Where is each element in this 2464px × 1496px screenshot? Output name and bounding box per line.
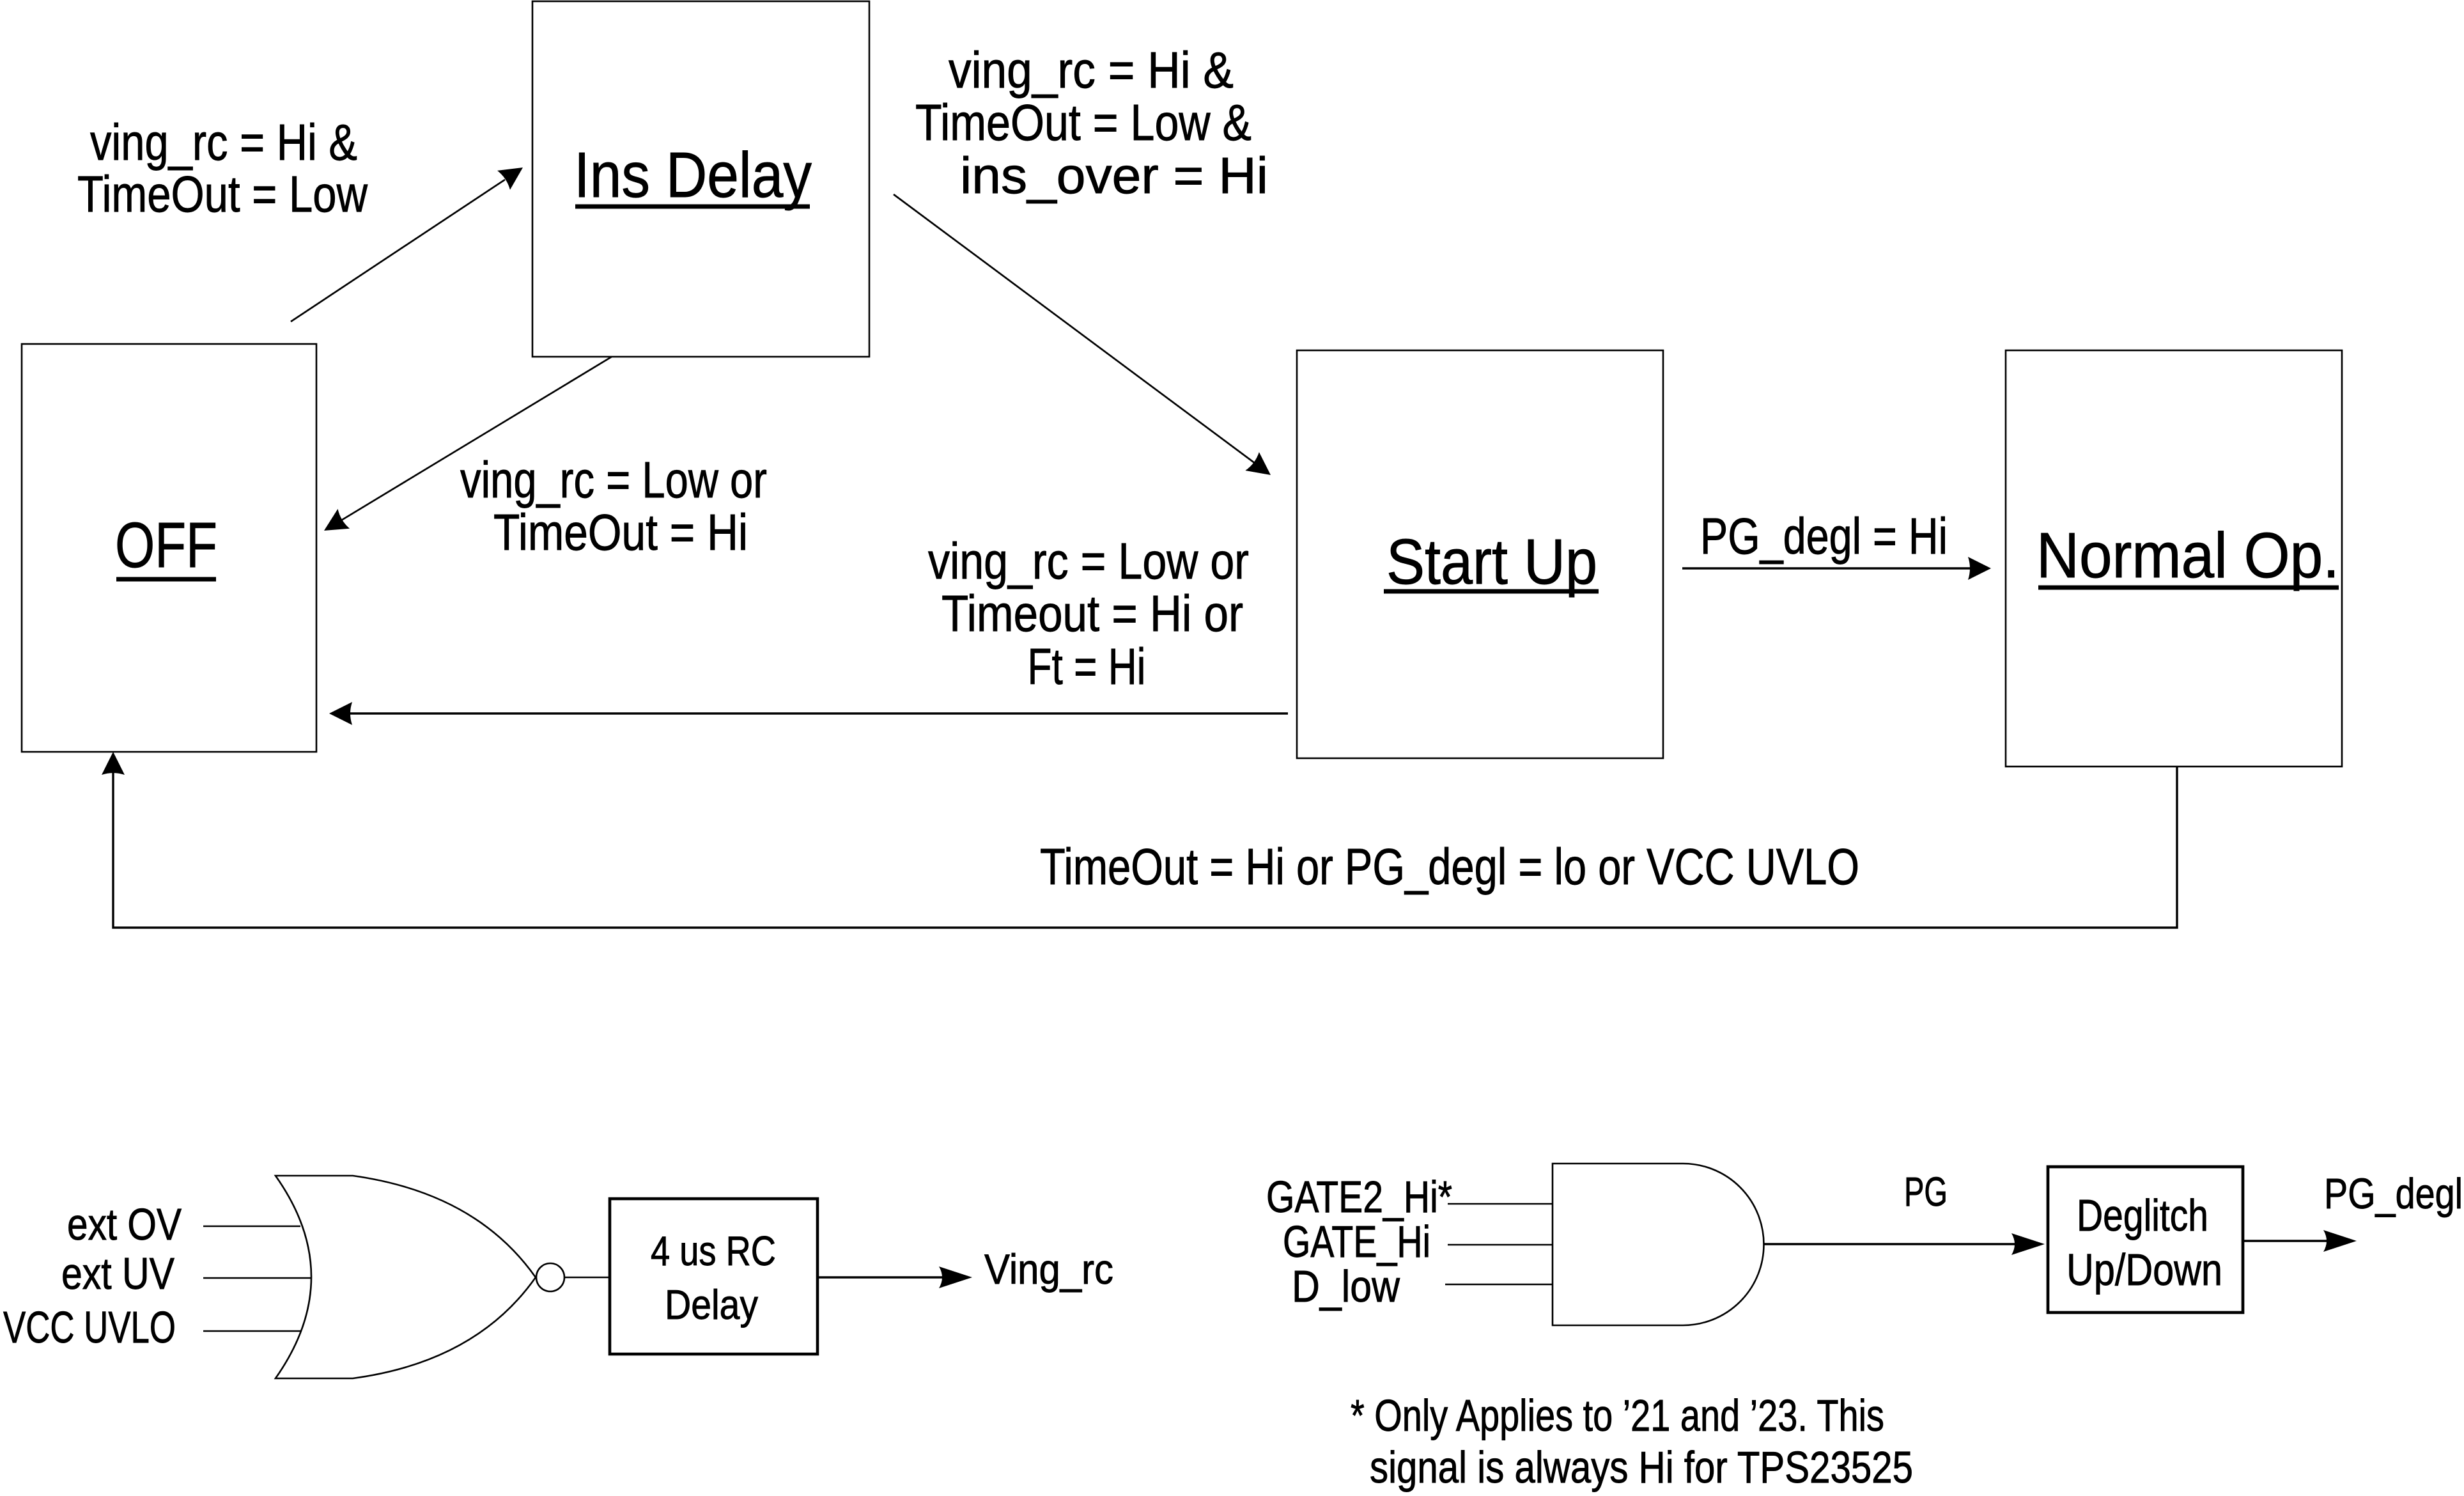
svg-text:TimeOut = Low: TimeOut = Low [77,166,368,222]
svg-text:PG_degl = Hi: PG_degl = Hi [1700,508,1948,565]
svg-text:Ft = Hi: Ft = Hi [1028,638,1146,695]
svg-text:TimeOut = Hi or PG_degl = lo o: TimeOut = Hi or PG_degl = lo or VCC UVLO [1040,838,1859,895]
svg-text:ving_rc = Hi &: ving_rc = Hi & [90,114,357,171]
svg-text:OFF: OFF [115,510,217,581]
svg-text:Start Up: Start Up [1386,526,1597,598]
svg-text:Timeout = Hi or: Timeout = Hi or [941,585,1243,642]
svg-text:ving_rc = Low or: ving_rc = Low or [460,451,767,508]
svg-text:ext OV: ext OV [67,1199,182,1249]
svg-text:VCC UVLO: VCC UVLO [3,1302,176,1352]
svg-text:D_low: D_low [1292,1261,1400,1311]
svg-text:TimeOut = Low &: TimeOut = Low & [915,94,1251,151]
svg-text:Ving_rc: Ving_rc [984,1245,1113,1293]
svg-text:4 us RC: 4 us RC [651,1227,776,1274]
svg-text:Delay: Delay [665,1281,758,1328]
svg-text:ving_rc = Low or: ving_rc = Low or [928,533,1249,589]
svg-text:ext UV: ext UV [61,1249,174,1298]
svg-text:PG_degl: PG_degl [2324,1170,2463,1218]
svg-text:ins_over = Hi: ins_over = Hi [960,147,1268,204]
svg-text:TimeOut = Hi: TimeOut = Hi [493,504,748,561]
svg-text:Up/Down: Up/Down [2066,1245,2222,1295]
svg-text:* Only Applies to ’21 and ’23.: * Only Applies to ’21 and ’23. This [1351,1391,1884,1440]
svg-text:Normal Op.: Normal Op. [2036,520,2339,591]
svg-text:signal is always Hi for TPS235: signal is always Hi for TPS23525 [1370,1442,1913,1492]
svg-text:Deglitch: Deglitch [2077,1190,2208,1240]
svg-text:PG: PG [1904,1169,1948,1215]
svg-text:ving_rc = Hi &: ving_rc = Hi & [949,42,1234,98]
svg-text:GATE_Hi: GATE_Hi [1283,1217,1430,1266]
svg-text:GATE2_Hi*: GATE2_Hi* [1266,1172,1452,1222]
svg-text:Ins Delay: Ins Delay [574,139,812,211]
